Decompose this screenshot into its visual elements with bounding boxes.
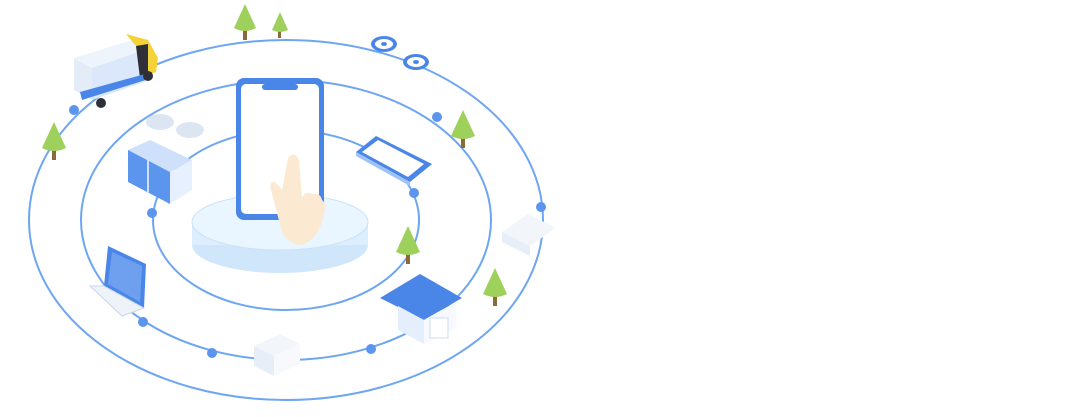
orbit-node bbox=[536, 202, 546, 212]
outer-orbit-ring bbox=[28, 39, 544, 401]
warehouse-icon bbox=[380, 274, 462, 344]
tree-icon bbox=[272, 12, 288, 38]
tree-icon bbox=[483, 268, 507, 306]
tablet-icon bbox=[356, 136, 432, 186]
empty-canvas-area bbox=[580, 0, 1091, 413]
package-box-icon bbox=[254, 334, 300, 376]
tree-icon bbox=[396, 226, 420, 264]
orbit-node bbox=[138, 317, 148, 327]
package-box-icon bbox=[502, 214, 556, 256]
orbit-node bbox=[366, 344, 376, 354]
laptop-icon bbox=[88, 246, 146, 317]
orbit-nodes bbox=[69, 105, 546, 358]
fan-icon bbox=[403, 54, 429, 70]
orbit-node bbox=[69, 105, 79, 115]
server-rack-icon bbox=[128, 140, 192, 204]
cloud-icon bbox=[146, 114, 204, 138]
hand-icon bbox=[270, 154, 325, 245]
tree-icon bbox=[451, 110, 475, 148]
orbit-node bbox=[409, 188, 419, 198]
fan-icon bbox=[371, 36, 397, 52]
tree-icon bbox=[42, 122, 66, 160]
orbit-node bbox=[432, 112, 442, 122]
tree-icon bbox=[234, 4, 256, 40]
orbit-node bbox=[147, 208, 157, 218]
orbit-node bbox=[207, 348, 217, 358]
delivery-truck-icon bbox=[74, 34, 158, 108]
